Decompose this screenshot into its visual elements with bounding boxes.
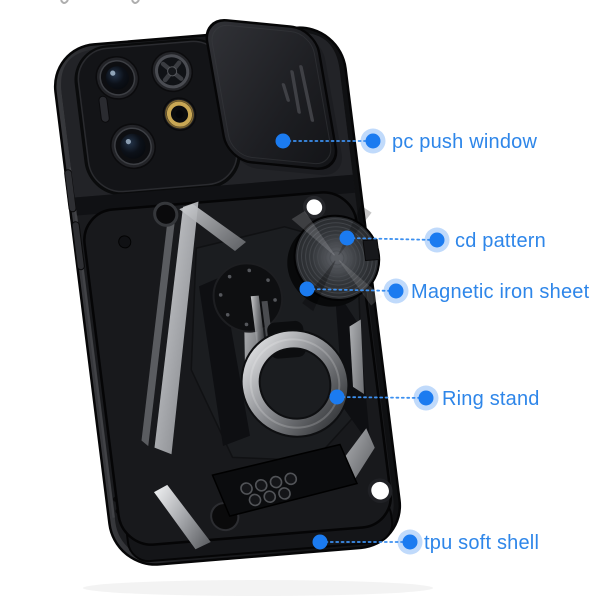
callout-label: cd pattern [455, 230, 546, 252]
cd-sheen [336, 257, 383, 306]
plate-through-hole [367, 478, 393, 503]
ring-highlight [249, 338, 341, 429]
cropped-text-remnant-left [60, 0, 69, 4]
anchor-dot-icon [299, 281, 315, 297]
honeycomb-cell [278, 487, 291, 500]
honeycomb-cell [263, 490, 277, 504]
silver-bevel-strip [154, 201, 199, 455]
callout-label: tpu soft shell [424, 532, 539, 554]
cd-groove [321, 242, 353, 274]
callout-tpu-soft-shell: tpu soft shell [312, 529, 539, 555]
panel-grip-lines [281, 65, 315, 122]
callout-magnetic-iron-sheet: Magnetic iron sheet [299, 278, 590, 304]
camera-lens-main [95, 56, 140, 100]
hinge-screw [244, 322, 249, 327]
grip-line [281, 83, 290, 102]
callout-pc-push-window: pc push window [275, 128, 537, 154]
plate-through-hole [303, 195, 326, 219]
callout-cd-pattern: cd pattern [339, 227, 546, 253]
disc-notch [362, 238, 381, 262]
anchor-dot-icon [339, 230, 355, 246]
phone-case-group [53, 26, 402, 566]
callout-label: Magnetic iron sheet [411, 281, 590, 303]
silver-slash [349, 319, 364, 395]
hinge-screw [273, 298, 277, 302]
leader-line [336, 396, 427, 399]
lens-center [175, 110, 184, 119]
callout-dot-icon [365, 133, 381, 149]
callouts: pc push window cd pattern Magnetic iron … [275, 128, 590, 555]
honeycomb-cell [248, 493, 262, 507]
side-button-slot [71, 221, 85, 271]
cropped-text-remnant-right [131, 0, 140, 4]
camera-lens-wide [110, 123, 156, 170]
plate-screw-hole [153, 201, 179, 227]
camera-lens-gold [162, 97, 197, 131]
lens-glint [125, 138, 131, 145]
lens-glint [110, 70, 116, 76]
plate-indent [118, 235, 132, 249]
ring-stand [240, 329, 350, 438]
dark-facet-left [199, 276, 250, 446]
flash-slot [98, 95, 110, 123]
hinge-screw [225, 312, 230, 317]
callout-dot-icon [429, 232, 445, 248]
grip-line [290, 70, 301, 114]
callout-ring-stand: Ring stand [329, 385, 540, 411]
honeycomb-cell [254, 478, 268, 492]
silver-top-slash [179, 203, 246, 252]
anchor-dot-icon [275, 133, 291, 149]
callout-dot-icon [402, 534, 418, 550]
cd-groove [313, 234, 361, 282]
callout-label: pc push window [392, 131, 537, 153]
cd-groove [317, 238, 357, 278]
grip-line [299, 65, 315, 122]
hinge-screw [227, 274, 232, 279]
honeycomb-vent [240, 472, 298, 507]
disc-center [333, 254, 341, 262]
ground-shadow [83, 580, 433, 596]
hinge-screw [218, 293, 223, 297]
lens-gold-rim [165, 99, 194, 129]
silver-edge-thin [141, 213, 176, 447]
panel-sheen [211, 24, 332, 165]
cd-groove [329, 250, 345, 266]
push-window-panel [205, 18, 338, 170]
callout-dot-icon [418, 390, 434, 406]
honeycomb-cell [240, 482, 253, 495]
callout-dot-icon [388, 283, 404, 299]
case-step [74, 174, 355, 216]
honeycomb-cell [269, 475, 283, 489]
push-window-group [205, 18, 343, 176]
cd-sheen [291, 210, 337, 258]
hinge-bar [250, 295, 266, 353]
honeycomb-cell [284, 472, 298, 486]
lens-center [167, 66, 178, 77]
callout-label: Ring stand [442, 388, 540, 410]
ring-metal [242, 331, 348, 436]
anchor-dot-icon [329, 389, 345, 405]
camera-lens-cross [151, 50, 194, 93]
cd-shade [302, 257, 337, 312]
anchor-dot-icon [312, 534, 328, 550]
leader-line [346, 237, 438, 241]
silver-chevron [343, 428, 375, 480]
silver-corner-strip [154, 484, 211, 550]
cd-groove [309, 230, 365, 286]
leader-line [306, 288, 397, 292]
hinge-screw [266, 278, 270, 282]
hinge-screw [247, 268, 252, 273]
cd-groove [325, 246, 349, 270]
